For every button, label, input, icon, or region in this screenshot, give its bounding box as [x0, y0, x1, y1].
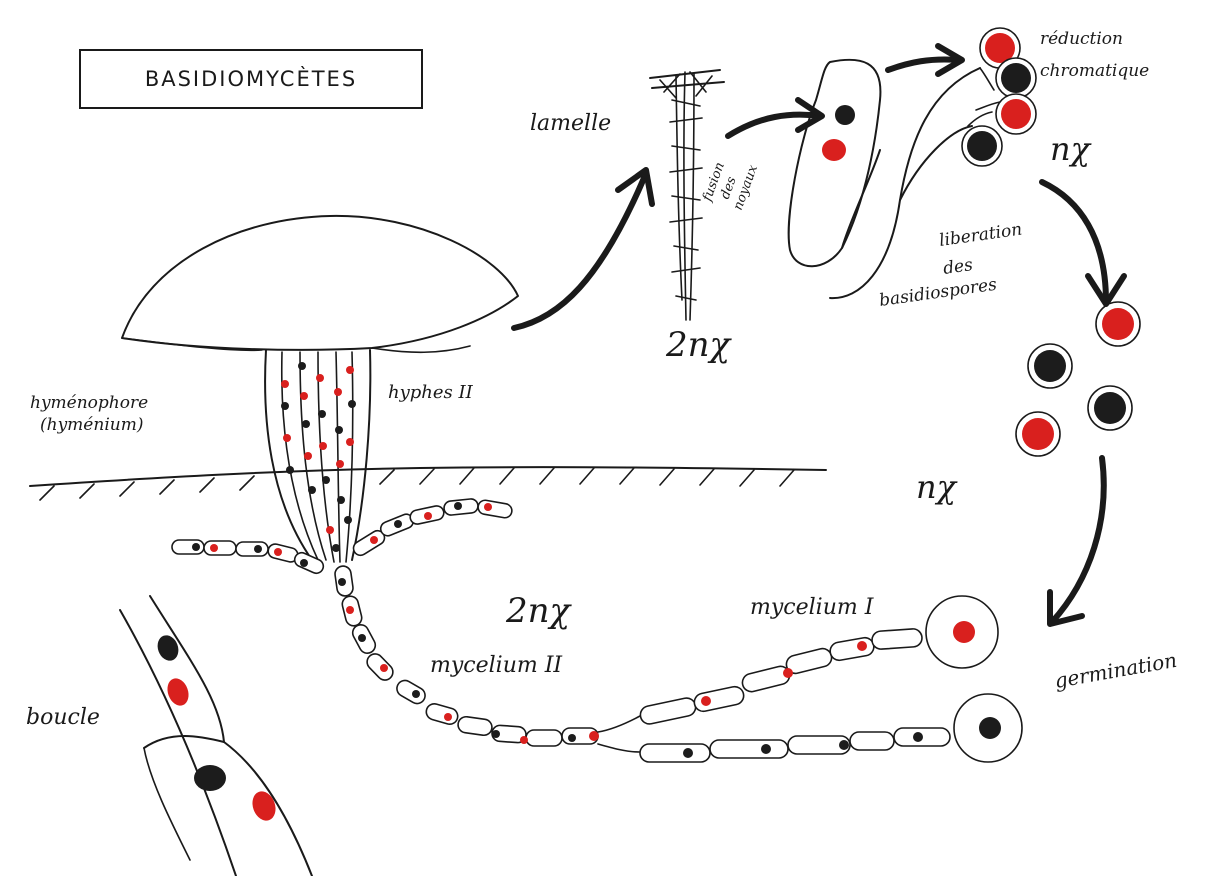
arrow-lamelle-to-basidium	[728, 100, 822, 136]
basidium	[789, 60, 881, 266]
label-liberation-line2: des	[942, 255, 974, 279]
free-basidiospores	[1016, 302, 1140, 456]
hypha-right-branch	[351, 498, 513, 558]
label-mycelium-1: mycelium I	[750, 595, 875, 620]
boucle-detail	[120, 596, 312, 876]
arrow-cap-to-lamelle	[514, 170, 652, 328]
title: BASIDIOMYCÈTES	[145, 66, 357, 91]
label-liberation-line3: basidiospores	[878, 275, 998, 311]
label-reduction-line1: réduction	[1040, 29, 1123, 49]
labels: lamelle fusion des noyaux réduction chro…	[26, 29, 1179, 730]
arrow-germination	[1050, 458, 1104, 624]
label-2n-chi-mycelium: 2nχ	[505, 591, 573, 631]
basidium-mature	[830, 28, 1036, 298]
label-hymenophore-line2: (hyménium)	[40, 415, 143, 435]
title-box: BASIDIOMYCÈTES	[80, 50, 422, 108]
label-germination: germination	[1053, 648, 1179, 693]
label-n-chi-mid: nχ	[916, 468, 958, 506]
label-hyphes: hyphes II	[388, 382, 474, 403]
label-lamelle: lamelle	[530, 111, 611, 136]
label-hymenophore-line1: hyménophore	[30, 393, 148, 413]
arrow-basidium-to-spores	[888, 46, 962, 74]
label-mycelium-2: mycelium II	[430, 653, 563, 678]
label-boucle: boucle	[26, 705, 100, 730]
label-n-chi-top: nχ	[1050, 130, 1092, 168]
ground-line	[30, 467, 826, 500]
mushroom-cap	[122, 216, 518, 352]
label-liberation-line1: liberation	[938, 220, 1024, 251]
label-2n-chi-lamelle: 2nχ	[665, 325, 733, 365]
label-fusion: fusion des noyaux	[700, 152, 761, 216]
arrow-liberation	[1042, 182, 1124, 304]
mushroom-stipe	[265, 350, 370, 562]
label-reduction-line2: chromatique	[1040, 61, 1149, 81]
